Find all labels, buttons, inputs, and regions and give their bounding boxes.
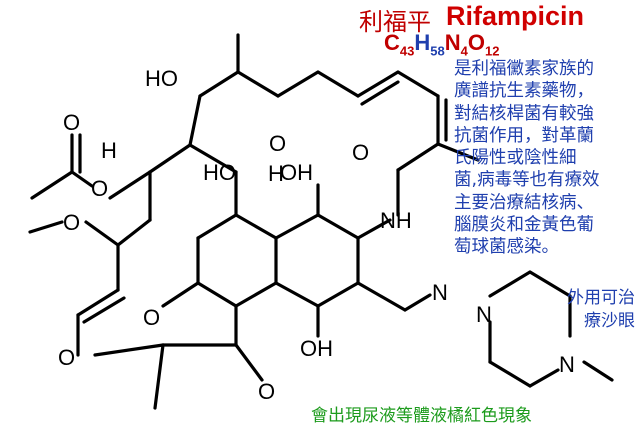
atom-o-ester: O <box>91 176 108 201</box>
description-line: 菌,病毒等也有療效 <box>454 170 600 191</box>
atom-o-enol: O <box>58 345 75 370</box>
formula-element-c: C43 <box>384 30 415 59</box>
topical-use-note: 外用可治療沙眼 <box>543 287 635 333</box>
atom-o-amide: O <box>352 140 369 165</box>
atom-ho-top: HO <box>145 66 178 91</box>
formula-element-h: H58 <box>414 30 445 59</box>
description-line: 氏陽性或陰性細 <box>454 148 577 169</box>
formula-element-o: O12 <box>467 30 500 59</box>
side-effect-note: 會出現尿液等體液橘紅色現象 <box>311 406 532 426</box>
description-line: 主要治療結核病、 <box>454 192 594 213</box>
atom-n-imine: N <box>432 280 448 305</box>
atom-o-ketone: O <box>258 379 275 404</box>
atom-h-stereo: H <box>101 138 117 163</box>
description: 是利福黴素家族的廣譜抗生素藥物，對結核桿菌有較強抗菌作用，對革蘭 氏陽性或陰性細… <box>454 58 634 259</box>
topical-note-line: 療沙眼 <box>584 311 635 331</box>
title-english: Rifampicin <box>446 1 585 31</box>
atom-o-furan: O <box>143 305 160 330</box>
atom-ho-core2: OH <box>280 160 313 185</box>
atom-o-methoxy: O <box>63 210 80 235</box>
description-line: 是利福黴素家族的 <box>454 59 594 79</box>
formula-element-n: N4 <box>444 30 468 59</box>
atom-n-pip2: N <box>559 352 575 377</box>
atom-n-pip1: N <box>476 302 492 327</box>
atom-oh-bottom: OH <box>300 336 333 361</box>
description-line: 腦膜炎和金黃色葡 <box>454 215 594 236</box>
atom-labels: HO O H O H O O O HO OH NH O O OH O N N N <box>58 66 575 404</box>
atom-h-top: H <box>268 161 284 186</box>
bond-lines <box>28 33 614 410</box>
title-chinese: 利福平 <box>359 8 431 36</box>
atom-o-ether: O <box>269 131 286 156</box>
molecular-formula: C43H58N4O12 <box>384 30 499 58</box>
topical-note-line: 外用可治 <box>567 288 635 308</box>
description-line: 廣譜抗生素藥物， <box>454 81 594 102</box>
atom-nh-amide: NH <box>380 208 412 233</box>
atom-o-carbonyl: O <box>63 110 80 135</box>
description-line: 抗菌作用，對革蘭 <box>454 125 594 146</box>
description-line: 對結核桿菌有較強 <box>454 103 594 124</box>
description-line: 萄球菌感染。 <box>454 237 559 258</box>
atom-ho-core1: HO <box>203 160 236 185</box>
